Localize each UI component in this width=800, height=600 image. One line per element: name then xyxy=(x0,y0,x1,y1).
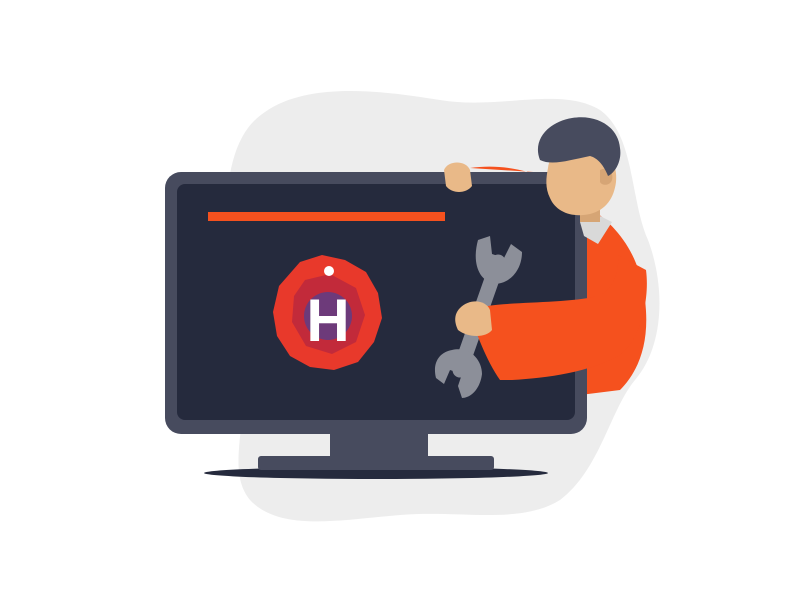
wrench-upper-head xyxy=(475,236,522,284)
technician-hand xyxy=(455,301,492,336)
screen-header-bar xyxy=(208,212,445,221)
technician-top-hand xyxy=(444,162,472,192)
logo-letter: H xyxy=(306,287,349,354)
technician-hair xyxy=(537,117,621,176)
technician-arm xyxy=(468,255,647,380)
h-badge-logo: H xyxy=(273,255,382,370)
logo-dot-icon xyxy=(324,266,334,276)
logo-core xyxy=(304,292,352,340)
monitor-stand-base xyxy=(258,456,494,470)
wrench-lower-head xyxy=(434,349,482,398)
